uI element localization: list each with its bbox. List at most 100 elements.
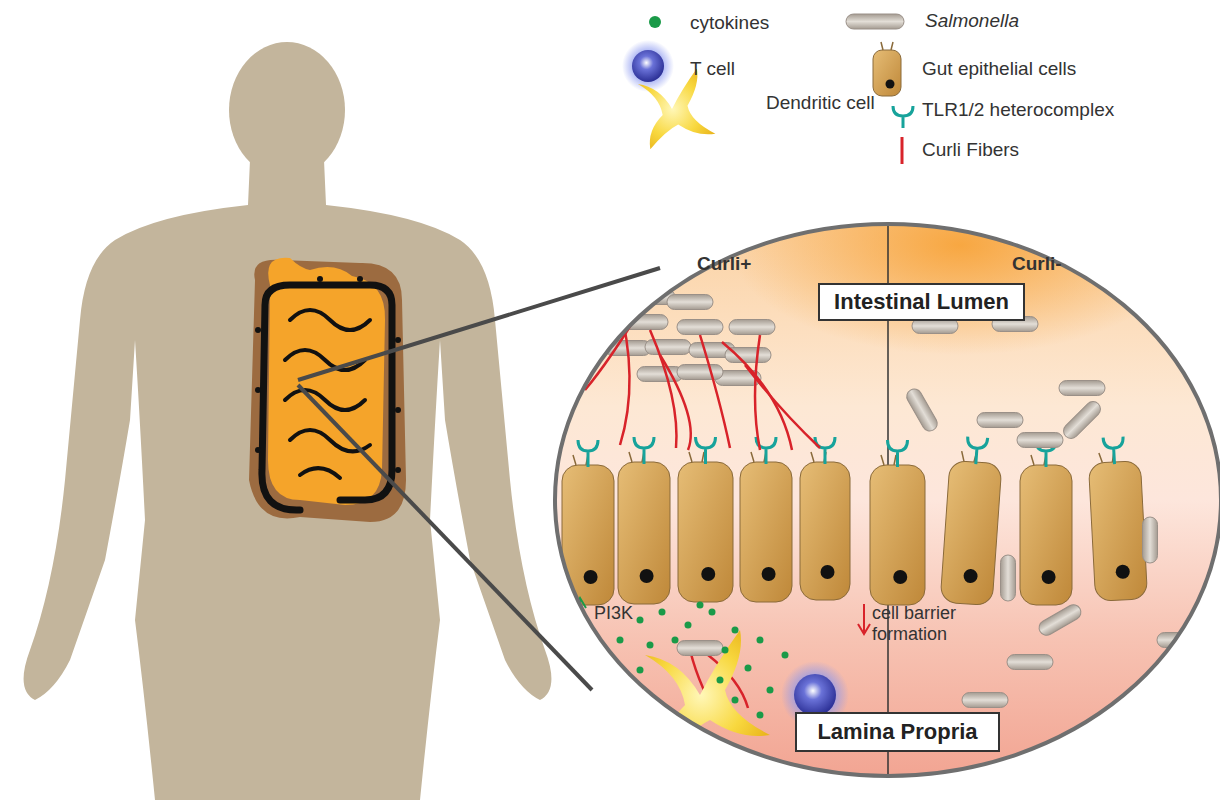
tlr-receptor: [815, 437, 835, 464]
t-cell-symbol: [632, 50, 664, 82]
curli-symbol: [901, 137, 904, 164]
tlr-receptor: [888, 440, 908, 467]
salmonella: [677, 320, 723, 335]
cell-body: [678, 462, 733, 602]
nucleus: [1042, 570, 1056, 584]
salmonella: [729, 320, 775, 335]
curli-fiber: [660, 355, 691, 450]
small-intestine-loops: [285, 310, 370, 478]
region-box: Lamina Propria: [795, 712, 1000, 752]
salmonella: [582, 313, 628, 328]
nucleus: [640, 569, 654, 583]
salmonella: [1017, 433, 1063, 448]
cytokine: [757, 712, 764, 719]
zoom-circle: [555, 224, 1220, 776]
epithelial-cell: [618, 437, 670, 604]
head: [229, 42, 345, 178]
dendritic-cell-symbol: [638, 69, 716, 150]
legend-symbols: [622, 14, 913, 164]
condition-label: Curli-: [1012, 253, 1102, 274]
curli-fiber: [755, 335, 760, 450]
salmonella: [1059, 381, 1105, 396]
epithelial-cell: [678, 437, 733, 602]
cytokine: [647, 642, 654, 649]
salmonella: [1126, 685, 1174, 715]
salmonella: [1001, 555, 1016, 601]
pathway-label: PI3K: [594, 603, 664, 624]
legend-text: Dendritic cell: [766, 92, 875, 114]
epithelial-cell: [740, 437, 792, 602]
salmonella: [1007, 655, 1053, 670]
cell-body: [1020, 465, 1072, 605]
cytokine: [659, 609, 666, 616]
epithelial-cell-symbol: [873, 50, 901, 96]
lumen-glow: [730, 135, 1190, 355]
nucleus: [762, 567, 776, 581]
nucleus: [1115, 564, 1130, 579]
cytokine: [757, 637, 764, 644]
cytokine: [767, 687, 774, 694]
legend-text: Salmonella: [925, 10, 1019, 32]
curli-fiber: [618, 300, 630, 445]
region-name: Lamina Propria: [817, 719, 977, 745]
cytokine: [732, 697, 739, 704]
decrease-arrow: [858, 604, 870, 634]
cytokine: [672, 637, 679, 644]
salmonella: [637, 367, 683, 382]
curli-fiber: [700, 335, 730, 448]
microvilli: [1099, 452, 1115, 463]
salmonella: [677, 641, 723, 656]
microvilli-symbol: [881, 42, 893, 50]
nucleus-symbol: [886, 80, 895, 89]
tlr-receptor: [634, 437, 654, 464]
legend-text: TLR1/2 heterocomplex: [922, 99, 1114, 121]
tlr-receptor: [966, 437, 988, 465]
cytokine: [709, 609, 716, 616]
cytokine: [732, 627, 739, 634]
salmonella: [667, 295, 713, 310]
nucleus: [821, 565, 835, 579]
microvilli: [751, 452, 766, 462]
region-box: Intestinal Lumen: [818, 283, 1025, 321]
salmonella: [589, 285, 635, 300]
salmonella: [1143, 517, 1158, 563]
condition-label: Curli+: [697, 253, 787, 274]
cell-body: [940, 460, 1002, 605]
legend-text: T cell: [690, 58, 735, 80]
epithelial-cell: [1087, 436, 1147, 601]
cytokine: [617, 637, 624, 644]
salmonella-symbol: [846, 14, 904, 29]
salmonella: [1036, 602, 1083, 638]
cytokine: [717, 677, 724, 684]
tlr-symbol: [893, 106, 913, 128]
zoom-view: [550, 135, 1220, 780]
tlr-receptor: [696, 437, 716, 464]
colon-dots: [255, 276, 401, 473]
legend-text: Curli Fibers: [922, 139, 1019, 161]
cytokine: [782, 652, 789, 659]
small-intestine: [268, 258, 385, 505]
cell-body: [870, 465, 925, 605]
cytokine: [685, 622, 692, 629]
cytokine: [637, 667, 644, 674]
microvilli: [573, 455, 588, 465]
microvilli: [961, 451, 977, 462]
tlr-receptor: [1103, 437, 1124, 465]
microvilli: [629, 452, 644, 462]
microvilli: [1031, 455, 1046, 465]
body: [24, 160, 552, 800]
salmonella: [677, 365, 723, 380]
cytokine: [722, 647, 729, 654]
cell-body: [800, 462, 850, 600]
curli-fiber: [745, 365, 820, 448]
nucleus: [584, 570, 598, 584]
legend-text: Gut epithelial cells: [922, 58, 1076, 80]
intestines: [249, 258, 406, 522]
epithelial-cell: [870, 440, 925, 605]
tlr-receptor: [578, 440, 598, 467]
salmonella: [1060, 398, 1103, 441]
region-name: Intestinal Lumen: [834, 289, 1009, 315]
epithelial-cell: [800, 437, 850, 600]
legend-text: cytokines: [690, 12, 769, 34]
